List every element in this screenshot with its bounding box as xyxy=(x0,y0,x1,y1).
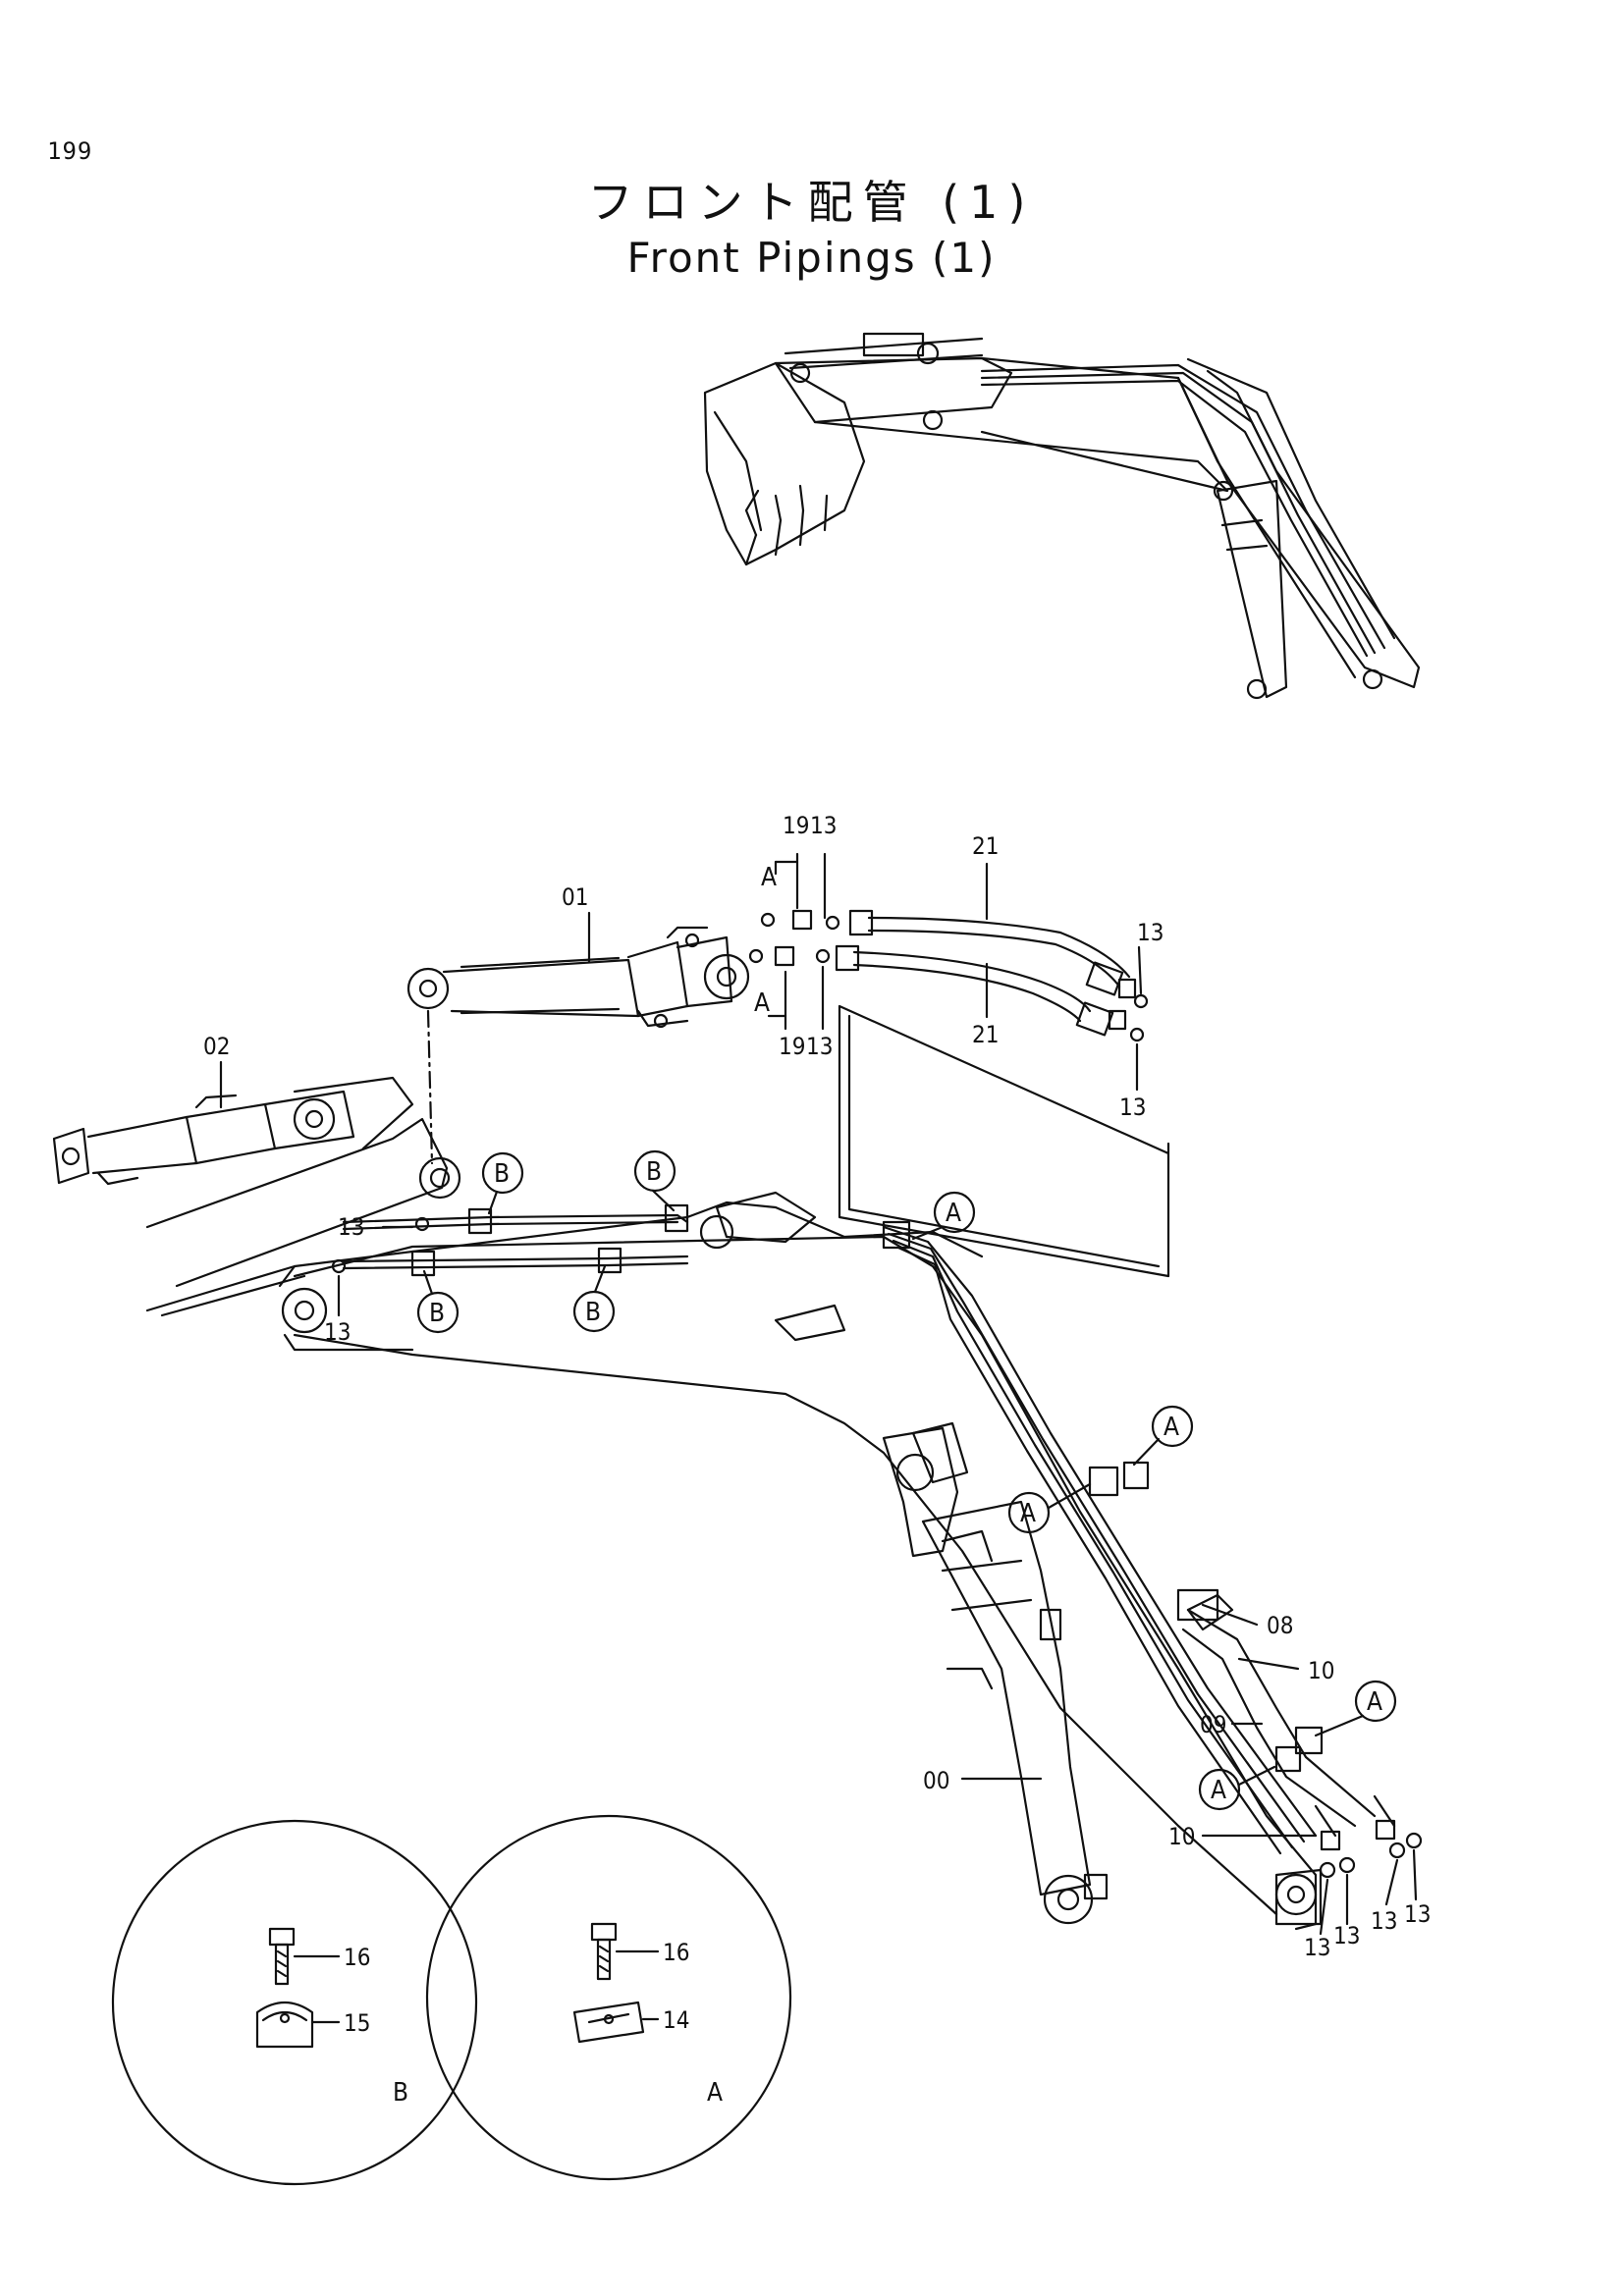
overview-front-assembly xyxy=(703,332,1421,700)
label-inset-b: B xyxy=(393,2078,408,2108)
hoses-21-and-fittings xyxy=(748,852,1170,1278)
boom-arm-piping-detail xyxy=(145,1009,1423,1931)
label-13-bottom-4: 13 xyxy=(1404,1900,1431,1928)
label-16-inset-a: 16 xyxy=(663,1939,689,1966)
label-a-3: A xyxy=(1020,1499,1036,1528)
reference-marks xyxy=(416,1149,1397,1811)
label-14: 14 xyxy=(663,2006,689,2034)
label-19-mid: 19 xyxy=(779,1033,805,1060)
page-number: 199 xyxy=(47,137,93,165)
label-13-bottom-1: 13 xyxy=(1304,1934,1330,1961)
part-number-labels: 01 02 19 13 A A 19 13 21 21 13 13 13 13 … xyxy=(203,812,1431,2108)
label-13-right-bottom: 13 xyxy=(1119,1094,1146,1121)
label-inset-a: A xyxy=(707,2078,723,2108)
page-title-english: Front Pipings (1) xyxy=(626,234,997,282)
label-a-mid: A xyxy=(754,988,770,1018)
label-13-top: 13 xyxy=(810,812,837,839)
label-13-right-top: 13 xyxy=(1137,919,1163,946)
label-13-bottom-2: 13 xyxy=(1333,1922,1360,1949)
label-10-upper: 10 xyxy=(1308,1657,1334,1684)
label-19-top: 19 xyxy=(783,812,809,839)
title-block: フロント配管 (1) Front Pipings (1) xyxy=(0,167,1623,282)
label-a-5: A xyxy=(1211,1776,1226,1805)
inset-detail-a xyxy=(425,1814,792,2181)
label-a-2: A xyxy=(1163,1413,1179,1442)
label-a-top: A xyxy=(761,863,777,892)
label-a-1: A xyxy=(946,1199,961,1228)
label-13-left-upper: 13 xyxy=(338,1213,364,1241)
part-02-bucket-cylinder xyxy=(52,1076,461,1288)
label-a-4: A xyxy=(1367,1687,1382,1717)
label-13-bottom-3: 13 xyxy=(1371,1907,1397,1935)
label-08: 08 xyxy=(1267,1612,1293,1639)
part-01-arm-cylinder xyxy=(406,926,750,1029)
part-00-boom-cylinder xyxy=(882,1426,1109,1925)
label-09: 09 xyxy=(1200,1711,1226,1738)
label-10-lower: 10 xyxy=(1168,1823,1195,1850)
label-16-inset-b: 16 xyxy=(344,1944,370,1971)
label-b-4: B xyxy=(585,1298,601,1327)
page-title-japanese: フロント配管 (1) xyxy=(587,176,1036,229)
label-02: 02 xyxy=(203,1033,230,1060)
label-13-left-lower: 13 xyxy=(324,1318,351,1346)
label-21-bottom: 21 xyxy=(972,1021,999,1048)
label-13-mid: 13 xyxy=(806,1033,833,1060)
label-01: 01 xyxy=(562,883,588,911)
label-b-1: B xyxy=(494,1159,510,1189)
label-21-top: 21 xyxy=(972,832,999,860)
label-b-3: B xyxy=(429,1299,445,1328)
inset-detail-b xyxy=(111,1819,478,2186)
label-00: 00 xyxy=(923,1767,949,1794)
label-b-2: B xyxy=(646,1157,662,1187)
label-leaders xyxy=(219,911,1418,1936)
label-15: 15 xyxy=(344,2009,370,2037)
